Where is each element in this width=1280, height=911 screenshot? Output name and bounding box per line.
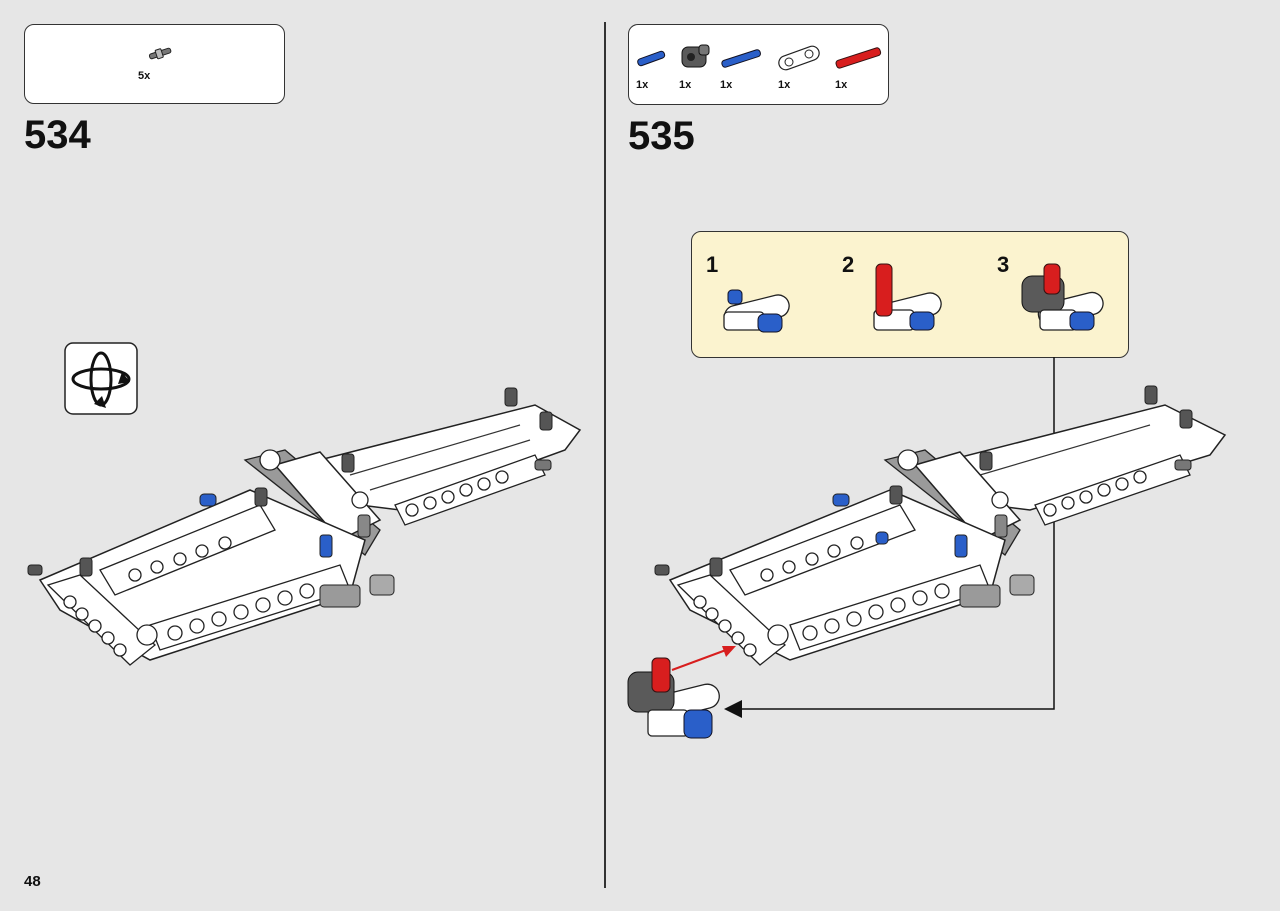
insertion-arrow [670, 640, 740, 674]
white-double-connector-icon [775, 43, 825, 73]
substep-number: 2 [842, 252, 855, 277]
blue-short-axle-pin-icon [635, 47, 669, 69]
page-number: 48 [24, 873, 41, 890]
substep-number: 3 [997, 252, 1010, 277]
part-quantity: 1x [778, 79, 791, 91]
dark-gray-connector-icon [679, 41, 713, 73]
parts-callout-step-534: 5x [24, 24, 285, 104]
substep-2-illustration [870, 260, 950, 344]
inserted-subassembly [626, 640, 736, 744]
part-quantity: 1x [679, 79, 692, 91]
substep-3-illustration [1020, 260, 1112, 344]
part-quantity: 5x [138, 70, 151, 82]
page-divider [604, 22, 606, 888]
substep-number: 1 [706, 252, 719, 277]
blue-long-axle-pin-icon [719, 45, 765, 71]
step-number: 534 [24, 113, 91, 157]
step-535-assembly-illustration [650, 380, 1230, 670]
part-quantity: 1x [636, 79, 649, 91]
gray-connector-pin-icon [147, 45, 173, 61]
rotate-model-icon [64, 342, 138, 415]
red-axle-pin-icon [832, 43, 886, 71]
part-quantity: 1x [835, 79, 848, 91]
substep-1-illustration [718, 282, 798, 344]
step-534-assembly-illustration [20, 380, 590, 680]
parts-callout-step-535: 1x 1x 1x 1x 1x [628, 24, 889, 105]
step-number: 535 [628, 114, 695, 158]
subassembly-panel: 1 2 3 [691, 231, 1129, 358]
part-quantity: 1x [720, 79, 733, 91]
